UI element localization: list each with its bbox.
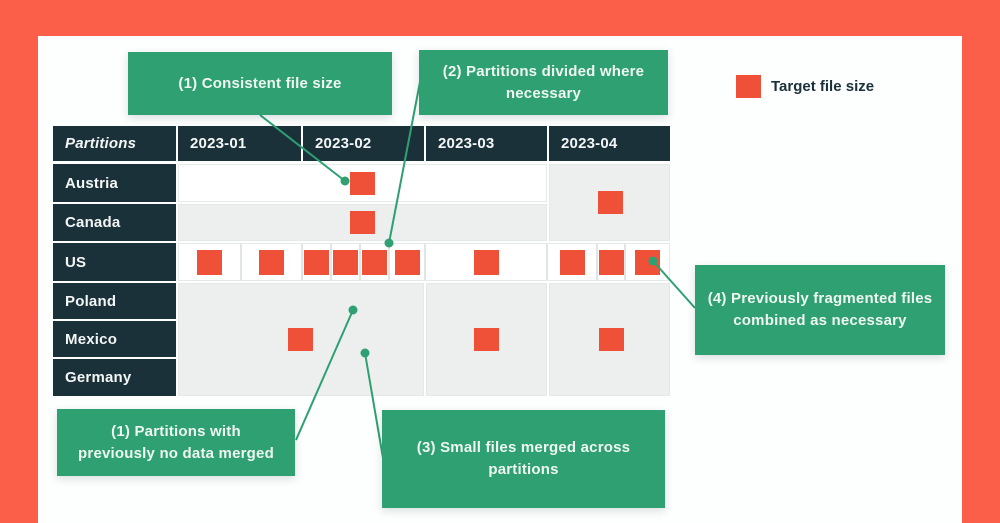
us-subcell (626, 244, 669, 280)
file-square-canada-2023-02 (350, 211, 375, 234)
file-square-us (259, 249, 284, 275)
column-header-2023-03: 2023-03 (426, 126, 547, 161)
target-file-size-swatch (736, 75, 761, 98)
file-square-mexico-2023-04 (599, 328, 624, 351)
file-square-us (473, 249, 499, 275)
column-header-2023-04: 2023-04 (549, 126, 670, 161)
callout-partitions-divided: (2) Partitions divided where necessary (419, 50, 668, 115)
us-subcell (242, 244, 303, 280)
callout-no-data-merged: (1) Partitions with previously no data m… (57, 409, 295, 476)
legend: Target file size (736, 75, 874, 98)
file-square-merged-2023-04 (598, 191, 623, 214)
us-subcell (426, 244, 548, 280)
column-header-2023-01: 2023-01 (178, 126, 301, 161)
callout-small-files-merged: (3) Small files merged across partitions (382, 410, 665, 508)
us-subcell (390, 244, 426, 280)
us-subcell (598, 244, 626, 280)
us-subcell (548, 244, 598, 280)
file-square-austria-2023-02 (350, 172, 375, 195)
cell-us-row (178, 243, 670, 281)
file-square-us (559, 249, 585, 275)
row-label-austria: Austria (53, 164, 176, 202)
us-subcell (303, 244, 332, 280)
us-subcell (361, 244, 390, 280)
us-subcell (179, 244, 242, 280)
file-square-us (304, 249, 329, 275)
file-square-us (362, 249, 387, 275)
file-square-us (598, 249, 624, 275)
callout-consistent-file-size: (1) Consistent file size (128, 52, 392, 115)
column-header-2023-02: 2023-02 (303, 126, 424, 161)
row-label-canada: Canada (53, 204, 176, 241)
callout-fragmented-combined: (4) Previously fragmented files combined… (695, 265, 945, 355)
file-square-mexico-2023-01-02 (288, 328, 313, 351)
us-subcell (332, 244, 361, 280)
table-corner-header: Partitions (53, 126, 176, 161)
file-square-mexico-2023-03 (474, 328, 499, 351)
row-label-mexico: Mexico (53, 321, 176, 357)
file-square-us (394, 249, 420, 275)
row-label-germany: Germany (53, 359, 176, 396)
file-square-us (197, 249, 222, 275)
file-square-us (635, 249, 660, 275)
row-label-poland: Poland (53, 283, 176, 319)
legend-label: Target file size (771, 78, 875, 95)
file-square-us (333, 249, 358, 275)
row-label-us: US (53, 243, 176, 281)
